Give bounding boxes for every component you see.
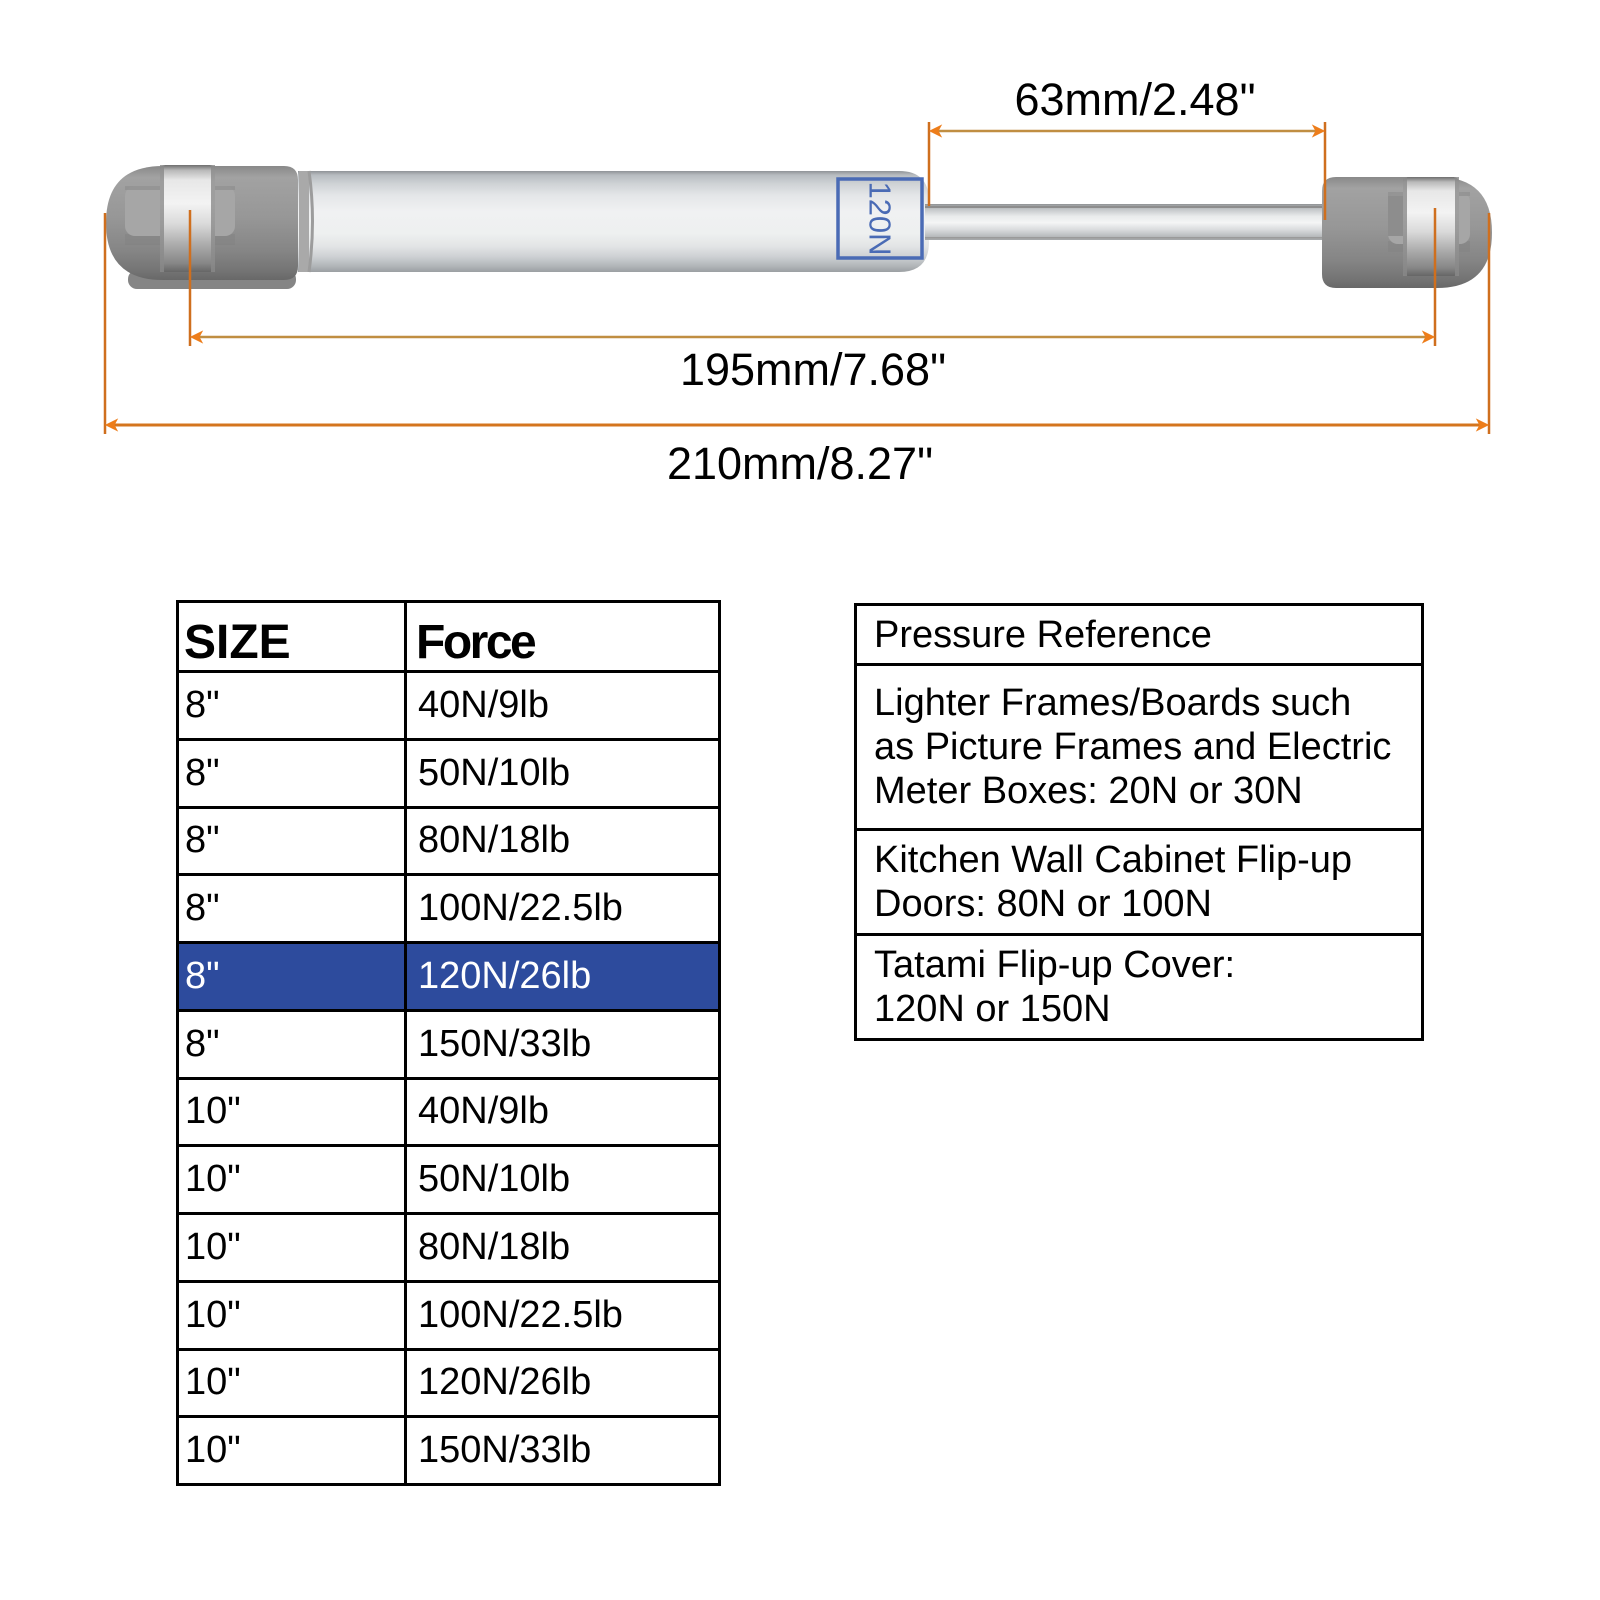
svg-text:63mm/2.48": 63mm/2.48" (1014, 74, 1255, 125)
svg-text:120N: 120N (863, 181, 898, 255)
svg-text:195mm/7.68": 195mm/7.68" (680, 344, 946, 395)
svg-text:210mm/8.27": 210mm/8.27" (667, 438, 933, 489)
